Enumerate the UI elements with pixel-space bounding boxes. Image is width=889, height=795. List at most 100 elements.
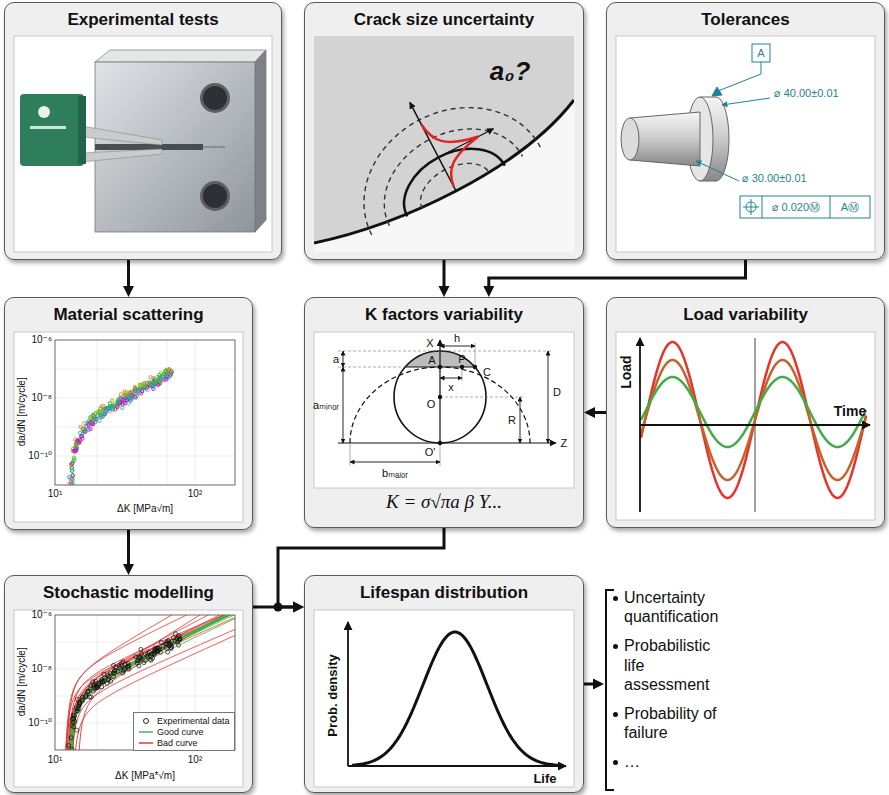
scatter-points xyxy=(68,484,71,485)
scatter-points xyxy=(163,372,166,375)
scatter-points xyxy=(116,398,119,401)
figure-label: O xyxy=(427,398,436,411)
process-box: Material scattering xyxy=(4,297,253,530)
load-waves xyxy=(641,377,866,447)
tolerance-label: ⌀ 0.020Ⓜ xyxy=(772,201,820,214)
scatter-points xyxy=(67,368,173,485)
arrow-head xyxy=(439,286,450,297)
tolerance-annotation xyxy=(830,196,831,218)
model-curves xyxy=(127,667,131,671)
model-curves xyxy=(149,658,153,662)
k-figure xyxy=(350,443,351,466)
box-fill xyxy=(4,297,253,530)
process-box: Stochastic modelling xyxy=(4,575,253,793)
image-panel xyxy=(314,610,574,787)
scatter-points xyxy=(71,474,74,477)
model-curves xyxy=(72,725,76,729)
connector xyxy=(123,260,134,297)
scatter-chart xyxy=(55,340,235,485)
chart-legend: Experimental dataGood curveBad curve xyxy=(133,712,235,751)
stochastic-chart xyxy=(55,577,240,777)
scatter-points xyxy=(89,417,92,420)
tolerance-label: AⓂ xyxy=(841,201,859,214)
tolerance-annotation xyxy=(696,44,870,218)
k-figure xyxy=(520,397,521,443)
model-curves xyxy=(139,647,143,651)
scatter-points xyxy=(126,394,129,397)
load-waves xyxy=(641,360,866,480)
model-curves xyxy=(112,664,116,668)
specimen-photo xyxy=(38,106,50,118)
specimen-photo xyxy=(203,184,227,208)
shaft-drawing xyxy=(621,118,639,160)
k-figure xyxy=(338,367,405,368)
scatter-points xyxy=(154,380,157,383)
axis-label: ΔK [MPa√m] xyxy=(117,503,173,515)
figure-label: C xyxy=(483,366,491,379)
scatter-points xyxy=(81,437,84,440)
k-figure xyxy=(440,443,441,466)
model-curves xyxy=(65,615,235,750)
scatter-points xyxy=(69,485,72,486)
legend-sample xyxy=(138,728,154,736)
connector xyxy=(483,260,745,297)
k-figure xyxy=(473,365,477,369)
connector-line xyxy=(443,260,446,289)
box-title: Lifespan distribution xyxy=(305,583,583,603)
scatter-points xyxy=(73,449,76,452)
life-chart xyxy=(348,622,566,766)
model-curves xyxy=(148,657,152,661)
model-curves xyxy=(74,706,78,710)
model-curves xyxy=(96,685,100,689)
scatter-points xyxy=(94,411,97,414)
legend-text: Experimental data xyxy=(157,716,230,726)
connector-line xyxy=(127,530,130,567)
model-curves xyxy=(71,615,235,750)
tolerance-annotation xyxy=(752,44,770,62)
model-curves xyxy=(150,652,154,656)
arrow-head xyxy=(123,564,134,575)
specimen-photo xyxy=(203,86,227,110)
model-curves xyxy=(68,615,235,750)
life-chart xyxy=(347,622,349,766)
load-chart xyxy=(640,338,870,512)
crack-illustration xyxy=(314,100,574,243)
box-fill xyxy=(304,2,584,260)
model-curves xyxy=(121,669,125,673)
tick-label: 10⁻⁶ xyxy=(32,609,53,621)
axis-label: ΔK [MPa*√m] xyxy=(115,770,175,782)
scatter-points xyxy=(143,381,146,384)
arrow-head xyxy=(584,407,595,418)
model-curves xyxy=(69,617,235,751)
scatter-points xyxy=(67,475,70,478)
scatter-points xyxy=(103,413,106,416)
k-figure xyxy=(439,340,440,443)
scatter-chart xyxy=(167,340,168,485)
tick-label: 10⁻¹⁰ xyxy=(28,717,52,729)
model-curves xyxy=(69,615,235,750)
scatter-points xyxy=(102,404,105,407)
figure-label: X xyxy=(426,337,433,350)
model-curves xyxy=(86,689,90,693)
scatter-chart xyxy=(55,369,235,370)
load-chart xyxy=(640,424,870,426)
output-bracket xyxy=(593,679,604,690)
legend-text: Bad curve xyxy=(157,738,198,748)
arrow-head xyxy=(483,286,494,297)
model-curves xyxy=(88,695,92,699)
tick-label: 10⁻¹⁰ xyxy=(28,450,52,462)
scatter-points xyxy=(89,421,92,424)
model-curves xyxy=(174,632,178,636)
figure-label: Z xyxy=(561,437,568,450)
scatter-points xyxy=(142,382,145,385)
scatter-points xyxy=(138,387,141,390)
tick-label: 10² xyxy=(188,754,202,766)
load-waves xyxy=(641,342,866,498)
legend-sample xyxy=(138,739,154,747)
density-curve xyxy=(352,632,560,765)
model-curves xyxy=(70,615,235,750)
tick-label: 10⁻⁶ xyxy=(32,334,53,346)
arrow-head xyxy=(123,286,134,297)
